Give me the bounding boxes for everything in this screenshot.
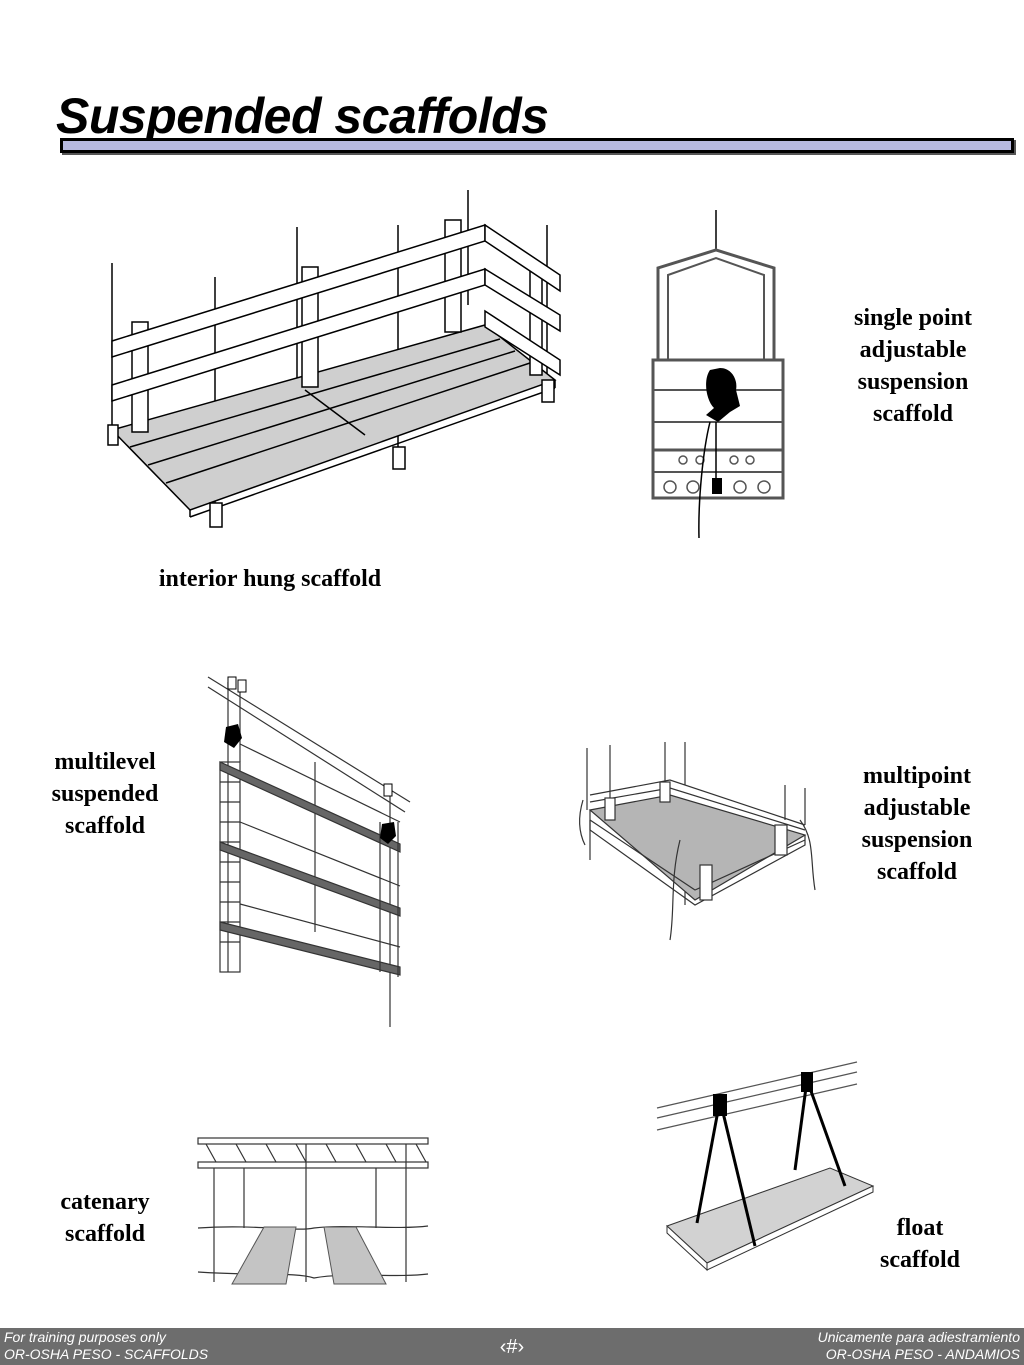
footer-right-line1: Unicamente para adiestramiento	[817, 1329, 1020, 1345]
multipoint-scaffold-label: multipoint adjustable suspension scaffol…	[822, 760, 1012, 888]
footer-right-line2: OR-OSHA PESO - ANDAMIOS	[825, 1346, 1020, 1362]
multipoint-scaffold-illustration	[579, 742, 816, 941]
single-point-scaffold-illustration	[651, 210, 785, 539]
interior-hung-scaffold-label: interior hung scaffold	[158, 566, 382, 592]
footer-bar: For training purposes only OR-OSHA PESO …	[0, 1328, 1024, 1365]
label-line: scaffold	[877, 859, 957, 885]
float-scaffold-illustration	[656, 1061, 875, 1272]
float-scaffold-label: float scaffold	[850, 1212, 990, 1276]
multilevel-scaffold-illustration	[207, 676, 411, 1027]
catenary-scaffold-label: catenary scaffold	[30, 1186, 180, 1250]
label-line: scaffold	[880, 1247, 960, 1273]
title-underline-bar	[60, 138, 1014, 153]
slide-title: Suspended scaffolds	[56, 88, 549, 144]
label-line: suspended	[51, 781, 159, 807]
footer-right: Unicamente para adiestramiento OR-OSHA P…	[818, 1329, 1020, 1363]
label-line: scaffold	[873, 401, 953, 427]
catenary-scaffold-illustration	[197, 1137, 429, 1285]
footer-left: For training purposes only OR-OSHA PESO …	[4, 1329, 208, 1363]
label-line: catenary	[60, 1189, 150, 1215]
label-line: multipoint	[862, 763, 972, 789]
label-line: scaffold	[65, 813, 145, 839]
label-line: suspension	[861, 827, 973, 853]
label-line: float	[896, 1215, 944, 1241]
multilevel-scaffold-label: multilevel suspended scaffold	[20, 746, 190, 842]
footer-left-line2: OR-OSHA PESO - SCAFFOLDS	[4, 1346, 209, 1362]
page-number: ‹#›	[499, 1336, 525, 1358]
label-line: single point	[853, 305, 973, 331]
footer-left-line1: For training purposes only	[4, 1329, 166, 1345]
label-line: adjustable	[863, 795, 971, 821]
label-line: multilevel	[54, 749, 156, 775]
label-line: adjustable	[859, 337, 967, 363]
single-point-scaffold-label: single point adjustable suspension scaff…	[818, 302, 1008, 430]
interior-hung-scaffold-illustration	[107, 190, 561, 528]
label-line: suspension	[857, 369, 969, 395]
label-line: scaffold	[65, 1221, 145, 1247]
